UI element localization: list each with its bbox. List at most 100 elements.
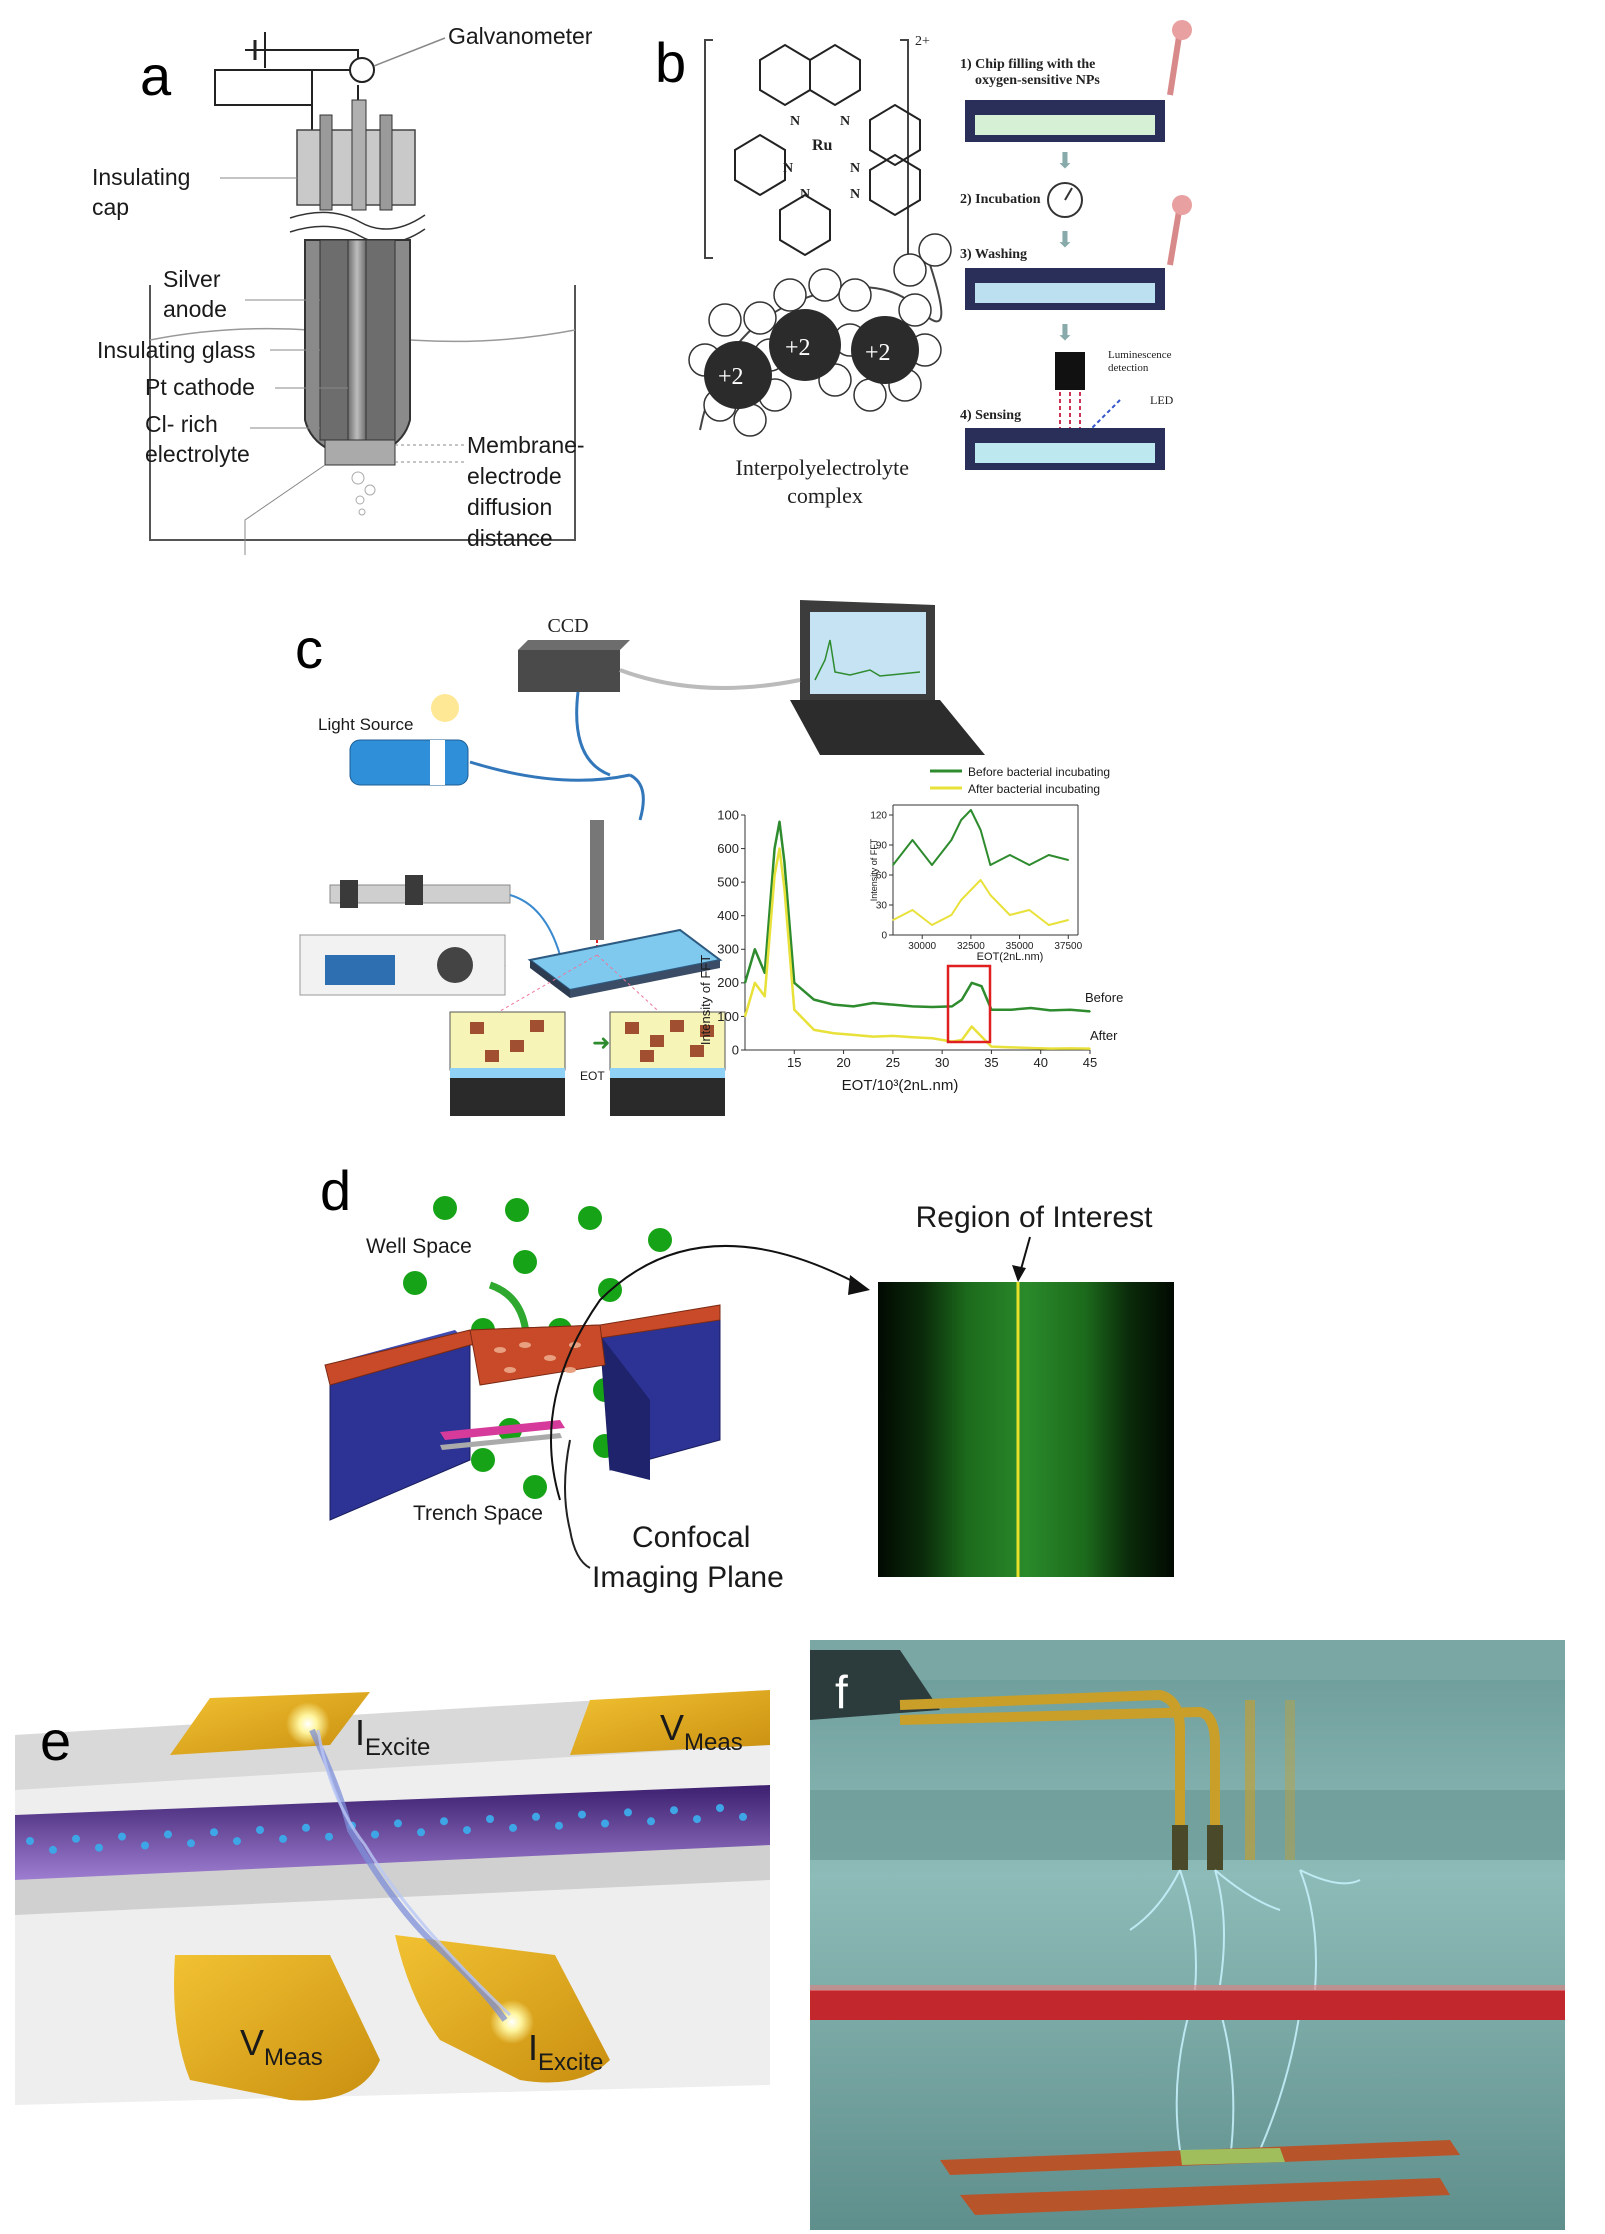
step4-label: 4) Sensing xyxy=(960,408,1021,423)
y-tick-label: 0 xyxy=(881,930,887,941)
imaging-plane-shadow xyxy=(440,1433,562,1450)
silver-anode-label: Silver anode xyxy=(163,266,227,322)
data-point xyxy=(980,1035,983,1038)
y-tick-label: 120 xyxy=(870,810,887,821)
n-label: N xyxy=(783,161,793,176)
data-point xyxy=(852,1034,855,1036)
imaging-plane xyxy=(440,1420,565,1440)
data-point xyxy=(960,899,962,901)
step-arrow: ⬇ xyxy=(1056,320,1074,345)
arrow-icon: ➜ xyxy=(592,1030,610,1055)
nucleus xyxy=(624,1808,632,1817)
series-line-after xyxy=(743,847,1091,1050)
ccd-top xyxy=(518,640,630,650)
pipette-1 xyxy=(1167,29,1183,96)
data-point xyxy=(931,1037,934,1040)
data-point xyxy=(1010,1008,1012,1011)
data-point xyxy=(744,982,746,984)
data-point xyxy=(783,888,786,890)
nucleus xyxy=(233,1837,241,1846)
step-arrow: ⬇ xyxy=(1056,227,1074,252)
data-point xyxy=(911,839,914,841)
chip-side xyxy=(530,960,570,998)
current-path xyxy=(309,1728,508,2022)
data-point xyxy=(1028,909,1031,911)
confocal-image xyxy=(878,1282,1174,1577)
excitation-lines xyxy=(1089,399,1121,431)
ccd-box xyxy=(518,650,620,692)
laptop-screen xyxy=(810,612,926,694)
data-point xyxy=(970,982,973,984)
i-excite-top-label: IExcite xyxy=(355,1712,430,1761)
roi-label: Region of Interest xyxy=(916,1201,1153,1234)
n-label: N xyxy=(850,187,860,202)
step3-label: 3) Washing xyxy=(960,247,1027,262)
nucleus xyxy=(302,1823,310,1832)
data-point xyxy=(979,829,982,831)
cell-layer xyxy=(15,1785,770,1880)
center-rod xyxy=(351,99,367,211)
pipette-3 xyxy=(1167,204,1183,266)
insulating-cap-label: Insulating cap xyxy=(92,164,197,220)
series-line-before xyxy=(743,820,1091,1013)
plus2-label: +2 xyxy=(718,364,744,390)
data-point xyxy=(852,1005,855,1008)
panel-f-letter: f xyxy=(835,1666,848,1718)
nucleus xyxy=(440,1817,448,1826)
x-tick-label: 20 xyxy=(836,1055,850,1070)
emission-lines xyxy=(1059,392,1081,430)
nucleus xyxy=(509,1823,517,1832)
n-label: N xyxy=(840,114,850,129)
laptop-plot xyxy=(814,639,921,681)
panel-e-letter: e xyxy=(40,1709,71,1772)
data-point xyxy=(951,1005,953,1008)
x-tick-label: 40 xyxy=(1033,1055,1047,1070)
bracket-left xyxy=(704,39,713,259)
data-point xyxy=(989,894,992,896)
syringe-clamp xyxy=(340,880,358,908)
n-label: N xyxy=(850,161,860,176)
data-point xyxy=(778,820,781,823)
data-point xyxy=(1049,1009,1052,1012)
red-barrier-layer xyxy=(810,1990,1565,2020)
circuit-wire-2 xyxy=(245,49,359,130)
galvanometer-label: Galvanometer xyxy=(448,23,593,49)
ru-label: Ru xyxy=(812,137,833,154)
nucleus xyxy=(417,1828,425,1837)
plus2-label: +2 xyxy=(785,335,811,361)
bubble xyxy=(355,495,365,505)
data-point xyxy=(911,1036,914,1039)
data-point xyxy=(960,819,962,821)
data-point xyxy=(744,1015,746,1018)
light-source-port xyxy=(430,740,445,785)
membrane-label: Membrane- electrode diffusion distance xyxy=(467,432,591,551)
cap-post xyxy=(319,114,333,211)
before-series-label: Before xyxy=(1085,990,1123,1005)
inset-chart-ylabel: Intensity of FFT xyxy=(869,838,879,901)
data-point xyxy=(911,1005,914,1008)
data-point xyxy=(1067,919,1070,921)
step1-label: 1) Chip filling with the oxygen-sensitiv… xyxy=(960,57,1100,88)
nucleus xyxy=(164,1830,172,1839)
bubble xyxy=(351,471,365,485)
chip-side xyxy=(570,960,720,998)
data-point xyxy=(1089,1047,1091,1050)
led-label: LED xyxy=(1150,393,1174,407)
data-point xyxy=(754,948,756,951)
y-tick-label: 600 xyxy=(717,841,739,856)
data-point xyxy=(793,1008,796,1011)
top-plate xyxy=(810,1640,1565,1680)
x-tick-label: 37500 xyxy=(1054,941,1082,952)
data-point xyxy=(892,1035,894,1037)
data-point xyxy=(1067,859,1070,861)
charge-label: 2+ xyxy=(915,34,930,49)
i-excite-bottom-label: IExcite xyxy=(528,2027,603,2076)
data-point xyxy=(931,864,933,866)
chip-1-channel xyxy=(975,115,1155,135)
inset-chart-xlabel: EOT(2nL.nm) xyxy=(977,951,1044,963)
data-point xyxy=(1069,1008,1072,1011)
bracket-right xyxy=(900,39,909,259)
y-tick-label: 500 xyxy=(717,874,739,889)
nucleus xyxy=(49,1845,57,1854)
